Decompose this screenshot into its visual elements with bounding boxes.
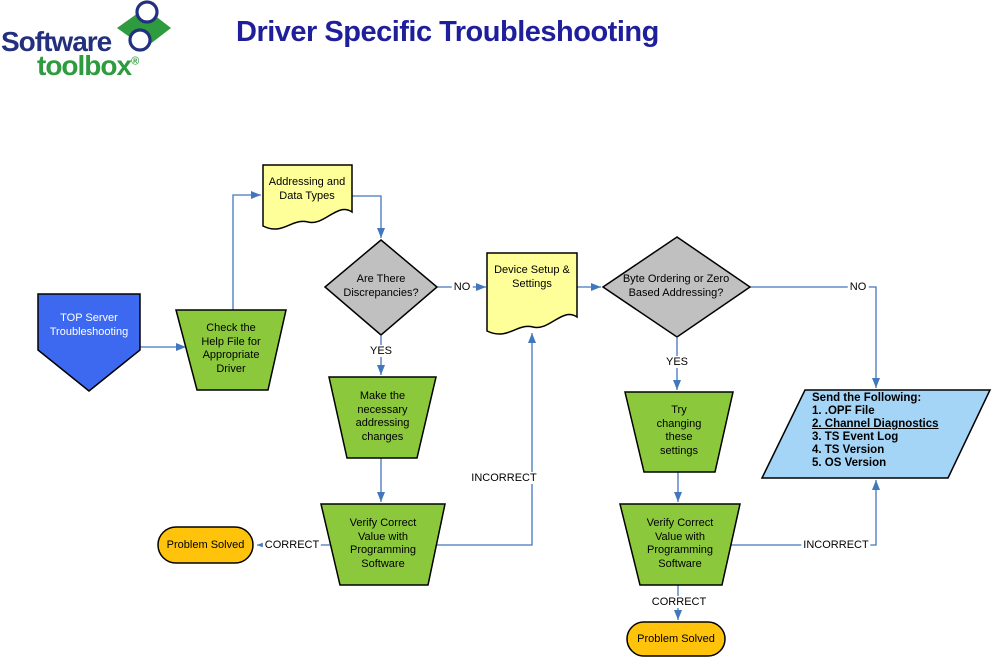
edge-label-no-byte-ordering: NO: [847, 281, 869, 293]
edge-label-no-discrepancies: NO: [451, 281, 473, 293]
problem-solved-left-shape: [157, 526, 254, 564]
send-following-item: 4. TS Version: [812, 444, 885, 456]
try-settings-line: these: [665, 431, 693, 443]
channel-diagnostics-link[interactable]: 2. Channel Diagnostics: [812, 418, 939, 430]
problem-solved-left-text: Problem Solved: [166, 539, 245, 551]
logo-diamond-icon: [117, 8, 171, 48]
addressing-doc-text: Addressing and Data Types: [261, 176, 353, 203]
verify-right-trapezoid-shape: [619, 503, 741, 586]
send-following-item: 1. .OPF File: [812, 405, 875, 417]
edge-label-correct-right: CORRECT: [649, 596, 709, 608]
try-settings-line: settings: [660, 444, 698, 457]
try-settings-line: changing: [656, 417, 702, 430]
send-following-text: Send the Following: 1. .OPF File 2. Chan…: [812, 392, 984, 470]
start-line: Troubleshooting: [49, 325, 129, 338]
start-node-text: TOP Server Troubleshooting: [38, 312, 140, 339]
verify-right-node-text: Verify Correct Value with Programming So…: [620, 517, 740, 571]
edge-label-incorrect-right: INCORRECT: [801, 539, 871, 551]
page-title: Driver Specific Troubleshooting: [236, 16, 659, 48]
registered-mark: ®: [131, 55, 139, 68]
send-following-parallelogram-shape: [760, 389, 992, 479]
verify-right-line: Value with: [655, 530, 705, 543]
verify-right-line: Software: [658, 557, 702, 570]
device-setup-document-shape: [486, 252, 578, 335]
device-setup-line: Settings: [512, 277, 552, 290]
check-help-line: Appropriate: [202, 349, 260, 361]
discrepancies-decision-text: Are There Discrepancies?: [325, 273, 437, 300]
discrepancies-diamond-shape: [323, 239, 439, 336]
verify-left-trapezoid-shape: [320, 503, 446, 586]
edge-label-yes-byte-ordering: YES: [663, 356, 691, 368]
edge-label-incorrect-left: INCORRECT: [469, 472, 539, 484]
start-line: TOP Server: [60, 312, 118, 324]
edge-label-correct-left: CORRECT: [262, 539, 322, 551]
addressing-document-shape: [262, 164, 353, 230]
verify-left-line: Software: [361, 557, 405, 570]
device-setup-line: Device Setup &: [494, 264, 570, 276]
check-help-trapezoid-shape: [175, 309, 287, 391]
logo-word-software: Software: [1, 26, 112, 57]
byte-ordering-decision-text: Byte Ordering or Zero Based Addressing?: [601, 273, 751, 300]
try-settings-line: Try: [671, 404, 687, 416]
check-help-line: Help File for: [201, 335, 261, 348]
byte-ordering-diamond-shape: [601, 236, 752, 338]
edge-verify-right-incorrect-to-send-following: [730, 480, 880, 546]
check-help-line: Check the: [206, 322, 256, 334]
send-following-item: 5. OS Version: [812, 457, 887, 469]
discrepancies-line: Discrepancies?: [343, 286, 419, 299]
make-changes-line: necessary: [357, 403, 408, 416]
edge-check-help-to-addressing-doc: [232, 191, 261, 310]
logo-top-circle-icon: [135, 0, 159, 24]
check-help-node-text: Check the Help File for Appropriate Driv…: [176, 322, 286, 376]
addressing-doc-line: Data Types: [279, 189, 335, 202]
byte-ordering-line: Based Addressing?: [628, 286, 724, 299]
verify-right-line: Verify Correct: [646, 517, 714, 529]
edge-byte-ordering-no-to-send-following: [750, 286, 880, 388]
make-changes-line: addressing: [355, 417, 410, 429]
start-pentagon-shape: [37, 293, 141, 392]
problem-solved-right-text: Problem Solved: [637, 633, 715, 645]
software-toolbox-logo-icon: [117, 0, 171, 52]
verify-right-line: Programming: [646, 544, 714, 556]
check-help-line: Driver: [216, 362, 246, 375]
logo-bottom-circle-icon: [128, 28, 152, 52]
verify-left-node-text: Verify Correct Value with Programming So…: [321, 517, 445, 571]
edge-label-yes-discrepancies: YES: [367, 345, 395, 357]
discrepancies-line: Are There: [356, 273, 406, 285]
send-following-item: 3. TS Event Log: [812, 431, 899, 443]
edge-addressing-doc-to-discrepancies: [352, 195, 385, 238]
logo-word-toolbox: toolbox®: [37, 50, 139, 81]
device-setup-doc-text: Device Setup & Settings: [487, 264, 577, 291]
make-changes-node-text: Make the necessary addressing changes: [329, 390, 436, 444]
verify-left-line: Verify Correct: [349, 517, 417, 529]
byte-ordering-line: Byte Ordering or Zero: [622, 273, 730, 285]
try-settings-trapezoid-shape: [624, 391, 734, 473]
try-settings-node-text: Try changing these settings: [625, 404, 733, 458]
edge-verify-left-incorrect-to-device-setup: [433, 333, 536, 546]
make-changes-line: changes: [361, 430, 404, 443]
send-following-title: Send the Following:: [812, 392, 922, 404]
verify-left-line: Value with: [358, 530, 408, 543]
make-changes-line: Make the: [359, 390, 406, 402]
addressing-doc-line: Addressing and: [268, 176, 346, 188]
verify-left-line: Programming: [349, 544, 417, 556]
make-changes-trapezoid-shape: [328, 376, 437, 459]
problem-solved-right-shape: [626, 621, 726, 657]
